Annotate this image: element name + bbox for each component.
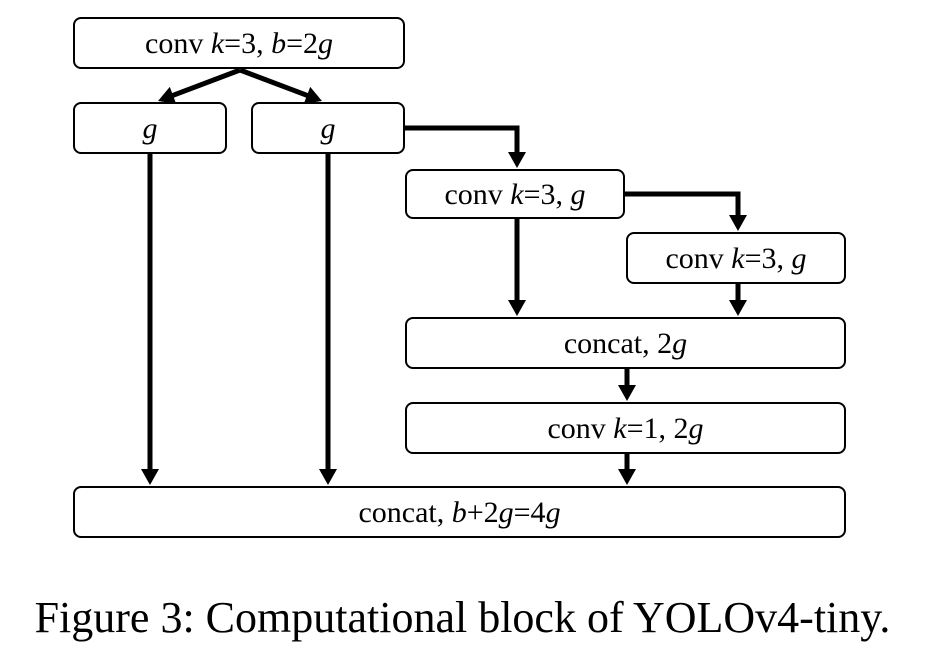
node-concat-mid: concat, 2g xyxy=(405,317,846,369)
edges xyxy=(141,67,747,485)
node-box xyxy=(251,102,405,154)
arrowhead xyxy=(618,385,636,401)
node-box xyxy=(405,317,846,369)
nodes: conv k=3, b=2g g g conv k=3, g conv k=3, g co… xyxy=(73,17,846,538)
edge-conv-top-to-split-right xyxy=(239,67,322,104)
node-box xyxy=(73,17,405,69)
edge-split-right-to-concat-out xyxy=(319,153,337,485)
node-split-left: g xyxy=(73,102,227,154)
node-conv-mid2: conv k=3, g xyxy=(626,232,846,284)
edge-line xyxy=(239,67,310,99)
node-box xyxy=(626,232,846,284)
arrowhead xyxy=(508,152,526,168)
node-box xyxy=(73,486,846,538)
yolov4-tiny-block-diagram: conv k=3, b=2g g g conv k=3, g conv k=3, g co… xyxy=(73,17,846,538)
node-label: concat, b+2g=4g xyxy=(358,496,560,529)
arrowhead xyxy=(319,469,337,485)
node-label: conv k=3, g xyxy=(444,178,585,211)
edge-conv-top-to-split-left xyxy=(158,67,241,104)
arrowhead xyxy=(158,86,177,104)
edge-line xyxy=(170,67,241,99)
figure-caption: Figure 3: Computational block of YOLOv4-… xyxy=(34,593,891,642)
node-label: conv k=3, b=2g xyxy=(145,27,333,60)
node-label: g xyxy=(321,112,336,145)
edge-split-right-to-conv-mid1 xyxy=(404,125,526,168)
edge-line xyxy=(404,125,520,154)
node-label: g xyxy=(143,112,158,145)
arrowhead xyxy=(508,300,526,316)
node-concat-out: concat, b+2g=4g xyxy=(73,486,846,538)
node-conv-k1: conv k=1, 2g xyxy=(405,402,846,454)
edge-conv-mid2-to-concat-mid xyxy=(729,283,747,316)
edge-concat-mid-to-conv-k1 xyxy=(618,368,636,401)
node-label: conv k=1, 2g xyxy=(547,412,703,445)
node-conv-mid1: conv k=3, g xyxy=(405,169,625,219)
node-label: conv k=3, g xyxy=(665,242,806,275)
arrowhead xyxy=(618,469,636,485)
edge-conv-mid1-to-concat-mid xyxy=(508,218,526,316)
arrowhead xyxy=(303,86,322,104)
arrowhead xyxy=(141,469,159,485)
node-box xyxy=(405,402,846,454)
node-box xyxy=(405,169,625,219)
node-conv-top: conv k=3, b=2g xyxy=(73,17,405,69)
edge-split-left-to-concat-out xyxy=(141,153,159,485)
edge-conv-k1-to-concat-out xyxy=(618,453,636,485)
edge-line xyxy=(624,191,741,217)
edge-conv-mid1-to-conv-mid2 xyxy=(624,191,747,231)
arrowhead xyxy=(729,300,747,316)
arrowhead xyxy=(729,215,747,231)
node-split-right: g xyxy=(251,102,405,154)
node-label: concat, 2g xyxy=(564,327,687,360)
node-box xyxy=(73,102,227,154)
